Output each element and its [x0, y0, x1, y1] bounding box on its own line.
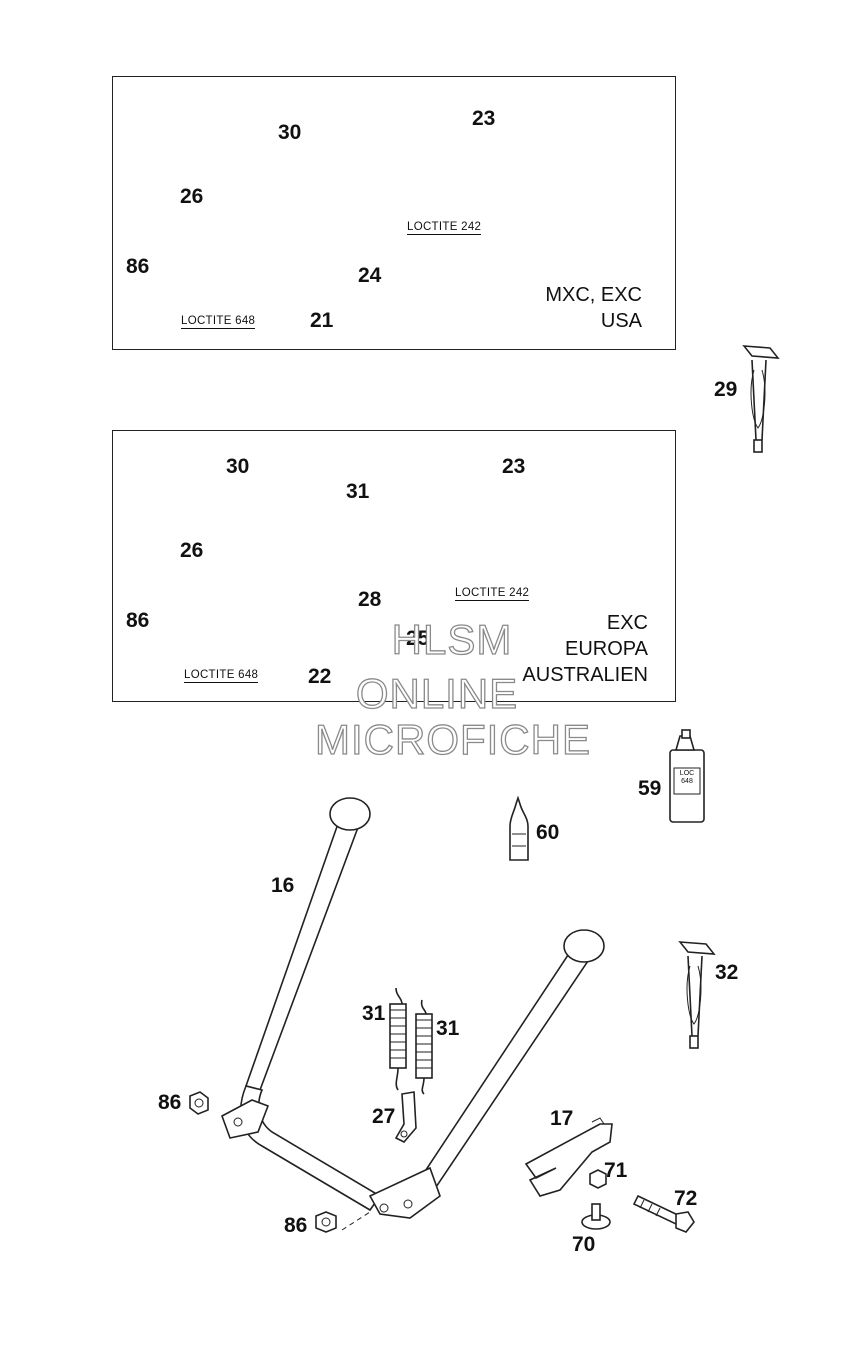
- part-number-22: 22: [308, 665, 332, 688]
- part-number-26-mid: 26: [180, 539, 204, 562]
- foot-17: [524, 1117, 613, 1197]
- nut-86-upper: [189, 1091, 209, 1115]
- part-number-29: 29: [714, 378, 738, 401]
- bolt-72: [632, 1194, 695, 1233]
- bottle-60: [509, 795, 529, 861]
- springs-31: [389, 987, 433, 1095]
- region-label-top: MXC, EXC USA: [500, 282, 642, 334]
- region-line-2: EUROPA: [565, 638, 648, 660]
- loctite-label-top-b: LOCTITE 648: [181, 315, 256, 329]
- loctite-label-top-a: LOCTITE 242: [407, 221, 482, 235]
- watermark-line-2: ONLINE: [355, 669, 519, 717]
- part-number-31-right: 31: [436, 1017, 460, 1040]
- nut-86-lower: [315, 1211, 337, 1233]
- part-number-70: 70: [572, 1233, 596, 1256]
- usa-variant-panel: [112, 76, 676, 350]
- part-number-26-top: 26: [180, 185, 204, 208]
- part-number-71: 71: [604, 1159, 628, 1182]
- region-line-2: USA: [600, 310, 642, 332]
- tool-29: [742, 345, 780, 453]
- region-line-3: AUSTRALIEN: [522, 664, 648, 686]
- part-number-31-mid: 31: [346, 480, 370, 503]
- loctite-label-mid-a: LOCTITE 242: [455, 587, 530, 601]
- loctite-label-mid-b: LOCTITE 648: [184, 669, 259, 683]
- part-number-17: 17: [550, 1107, 574, 1130]
- part-number-21: 21: [310, 309, 334, 332]
- part-number-86-mid: 86: [126, 609, 150, 632]
- part-number-16: 16: [271, 874, 295, 897]
- part-number-28: 28: [358, 588, 382, 611]
- part-number-32: 32: [715, 961, 739, 984]
- part-number-23-mid: 23: [502, 455, 526, 478]
- part-number-60: 60: [536, 821, 560, 844]
- bottle-59-label: LOC 648: [679, 770, 695, 785]
- foot-70: [581, 1203, 611, 1230]
- part-number-86-lower: 86: [284, 1214, 308, 1237]
- part-number-86-top: 86: [126, 255, 150, 278]
- part-number-24: 24: [358, 264, 382, 287]
- part-number-31-left: 31: [362, 1002, 386, 1025]
- tool-32: [678, 941, 716, 1049]
- part-number-30-top: 30: [278, 121, 302, 144]
- region-label-mid: EXC EUROPA AUSTRALIEN: [480, 610, 648, 688]
- europe-variant-panel: [112, 430, 676, 702]
- part-number-86-upper: 86: [158, 1091, 182, 1114]
- bottle-59: [669, 729, 705, 823]
- part-number-72: 72: [674, 1187, 698, 1210]
- bracket-27: [394, 1091, 417, 1143]
- watermark-line-3: MICROFICHE: [314, 715, 591, 763]
- part-number-27: 27: [372, 1105, 396, 1128]
- part-number-59: 59: [638, 777, 662, 800]
- nut-71: [589, 1169, 607, 1189]
- watermark-line-1: HLSM: [391, 615, 513, 663]
- part-number-25: 25: [406, 627, 430, 650]
- center-stand-16: [221, 797, 605, 1231]
- part-number-30-mid: 30: [226, 455, 250, 478]
- region-line-1: EXC: [606, 612, 648, 634]
- region-line-1: MXC, EXC: [545, 284, 642, 306]
- part-number-23-top: 23: [472, 107, 496, 130]
